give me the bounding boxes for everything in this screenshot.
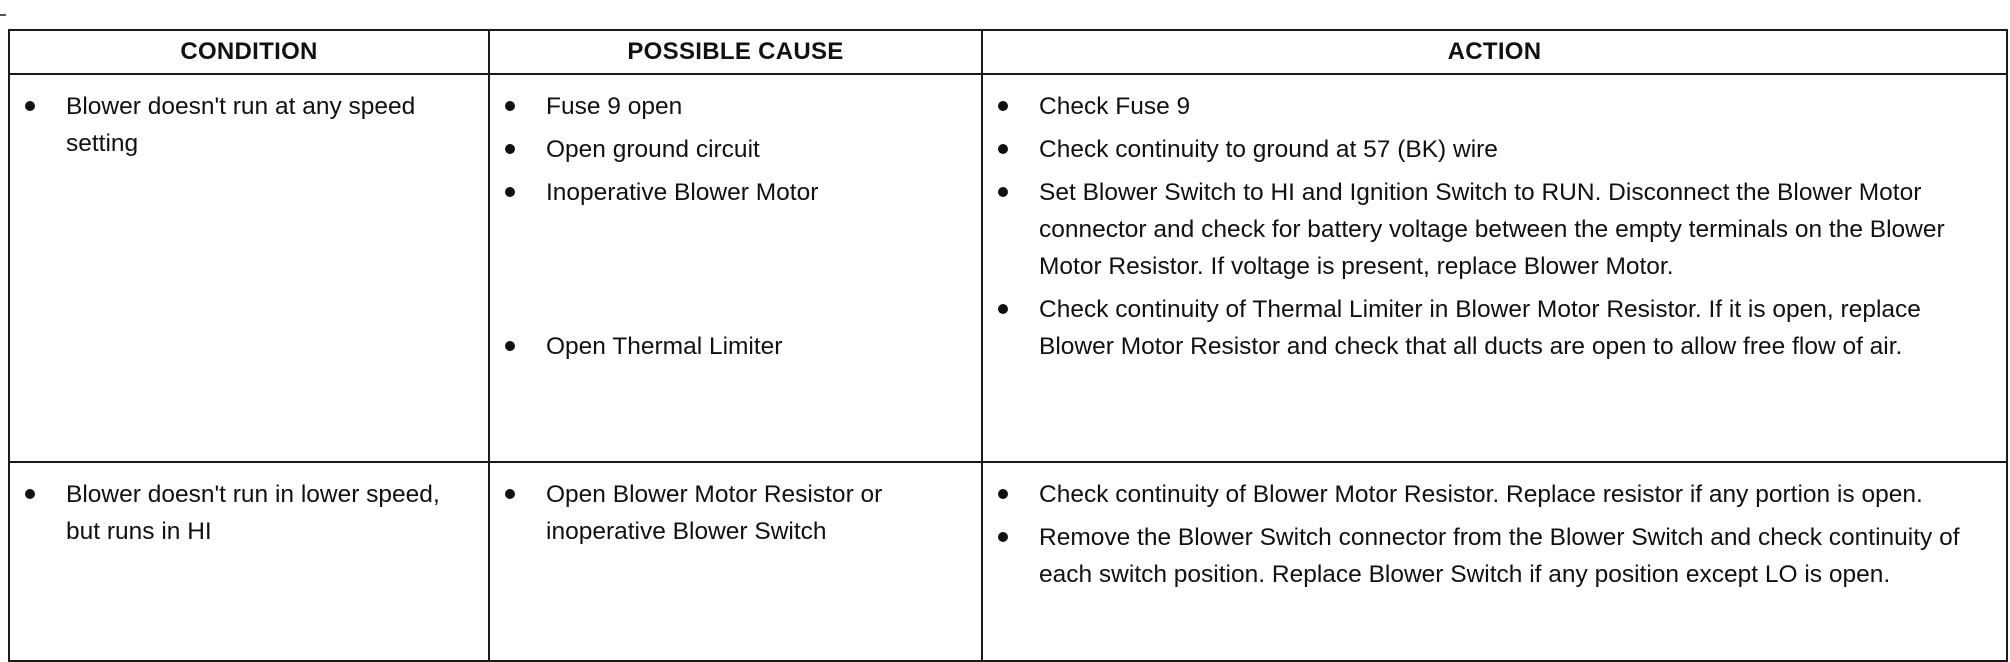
action-text: Check continuity of Blower Motor Resisto…: [1039, 481, 1923, 508]
bullet-icon: [998, 187, 1008, 197]
cause-item: Fuse 9 open: [491, 88, 970, 125]
cause-item: Inoperative Blower Motor: [491, 174, 970, 211]
bullet-icon: [998, 101, 1008, 111]
bullet-icon: [25, 489, 35, 499]
action-item: Check continuity of Thermal Limiter in B…: [984, 291, 1995, 365]
header-row: CONDITION POSSIBLE CAUSE ACTION: [8, 29, 2008, 75]
bullet-icon: [998, 304, 1008, 314]
bullet-icon: [998, 144, 1008, 154]
action-item: Remove the Blower Switch connector from …: [984, 519, 1995, 593]
action-text: Set Blower Switch to HI and Ignition Swi…: [1039, 179, 1945, 280]
action-cell: Check Fuse 9 Check continuity to ground …: [981, 73, 2008, 463]
action-item: Check continuity of Blower Motor Resisto…: [984, 476, 1995, 513]
diagnosis-table: CONDITION POSSIBLE CAUSE ACTION Blower d…: [8, 29, 2008, 662]
action-text: Remove the Blower Switch connector from …: [1039, 524, 1960, 588]
condition-cell: Blower doesn't run at any speed setting: [8, 73, 490, 463]
bullet-icon: [25, 101, 35, 111]
header-condition: CONDITION: [8, 29, 490, 75]
action-cell: Check continuity of Blower Motor Resisto…: [981, 461, 2008, 662]
cause-text: Open Thermal Limiter: [546, 333, 783, 360]
header-action: ACTION: [981, 29, 2008, 75]
table-row: Blower doesn't run at any speed setting …: [8, 73, 2008, 463]
condition-text: Blower doesn't run in lower speed, but r…: [66, 481, 440, 545]
cause-text: Inoperative Blower Motor: [546, 179, 819, 206]
diagnosis-page: CONDITION POSSIBLE CAUSE ACTION Blower d…: [0, 14, 2008, 662]
condition-cell: Blower doesn't run in lower speed, but r…: [8, 461, 490, 662]
margin-mark: [0, 14, 6, 16]
action-item: Set Blower Switch to HI and Ignition Swi…: [984, 174, 1995, 285]
table-row: Blower doesn't run in lower speed, but r…: [8, 461, 2008, 662]
condition-item: Blower doesn't run at any speed setting: [11, 88, 477, 162]
action-text: Check continuity of Thermal Limiter in B…: [1039, 296, 1921, 360]
bullet-icon: [505, 187, 515, 197]
condition-item: Blower doesn't run in lower speed, but r…: [11, 476, 477, 550]
cause-item: Open Thermal Limiter: [491, 328, 970, 365]
cause-item: Open Blower Motor Resistor or inoperativ…: [491, 476, 970, 550]
cause-text: Open ground circuit: [546, 136, 760, 163]
action-item: Check Fuse 9: [984, 88, 1995, 125]
bullet-icon: [505, 341, 515, 351]
cause-text: Fuse 9 open: [546, 93, 683, 120]
bullet-icon: [998, 489, 1008, 499]
action-text: Check continuity to ground at 57 (BK) wi…: [1039, 136, 1498, 163]
bullet-icon: [505, 144, 515, 154]
spacer: [491, 217, 970, 328]
cause-text: Open Blower Motor Resistor or inoperativ…: [546, 481, 883, 545]
action-item: Check continuity to ground at 57 (BK) wi…: [984, 131, 1995, 168]
cause-item: Open ground circuit: [491, 131, 970, 168]
cause-cell: Open Blower Motor Resistor or inoperativ…: [488, 461, 983, 662]
bullet-icon: [998, 532, 1008, 542]
bullet-icon: [505, 101, 515, 111]
bullet-icon: [505, 489, 515, 499]
condition-text: Blower doesn't run at any speed setting: [66, 93, 416, 157]
action-text: Check Fuse 9: [1039, 93, 1191, 120]
header-possible-cause: POSSIBLE CAUSE: [488, 29, 983, 75]
cause-cell: Fuse 9 open Open ground circuit Inoperat…: [488, 73, 983, 463]
